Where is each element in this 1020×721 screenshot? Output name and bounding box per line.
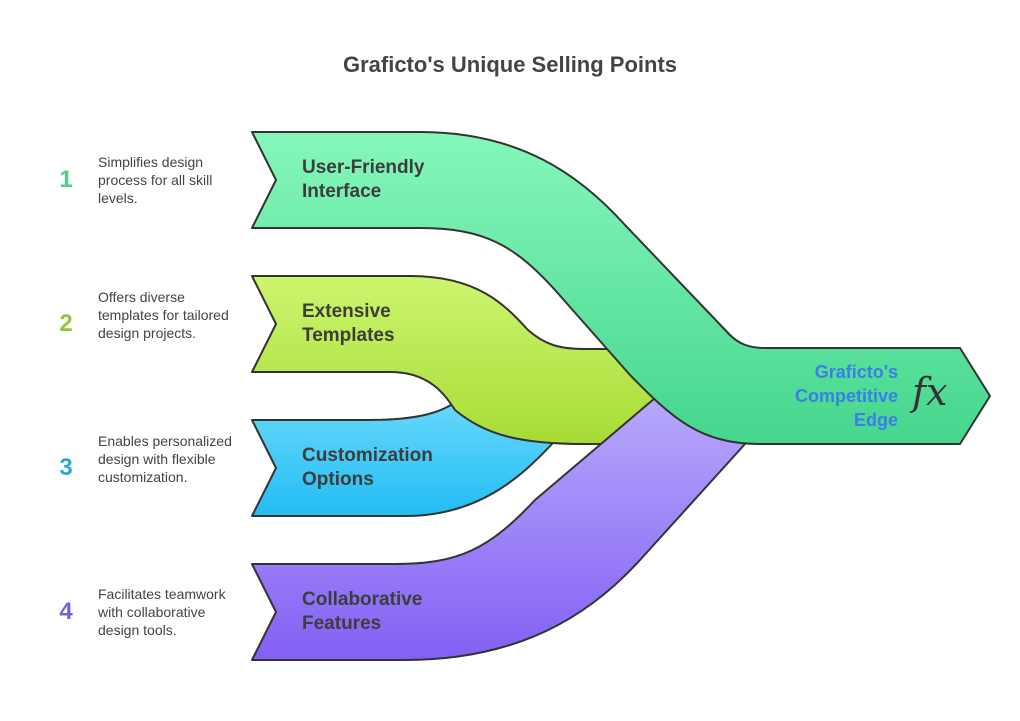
point-description-2: Offers diverse templates for tailored de… xyxy=(98,289,229,341)
point-description-3: Enables personalized design with flexibl… xyxy=(98,433,232,485)
band-label-2: Extensive Templates xyxy=(302,301,395,346)
band-label-1: User-Friendly Interface xyxy=(302,157,425,202)
point-number-4: 4 xyxy=(59,598,73,625)
point-number-2: 2 xyxy=(59,310,73,337)
band-customization xyxy=(251,396,553,517)
band-label-4: Collaborative Features xyxy=(302,589,423,634)
band-templates xyxy=(251,275,656,445)
point-number-1: 1 xyxy=(59,166,73,193)
band-label-3: Customization Options xyxy=(302,445,433,490)
page-title: Graficto's Unique Selling Points xyxy=(342,52,678,77)
point-number-3: 3 xyxy=(59,454,73,481)
point-description-4: Facilitates teamwork with collaborative … xyxy=(98,586,226,638)
band-user-friendly xyxy=(251,131,991,445)
band-collaborative xyxy=(251,397,746,661)
point-description-1: Simplifies design process for all skill … xyxy=(98,154,213,206)
fx-icon: fx xyxy=(912,370,948,414)
result-label: Graficto's Competitive Edge xyxy=(794,362,898,430)
